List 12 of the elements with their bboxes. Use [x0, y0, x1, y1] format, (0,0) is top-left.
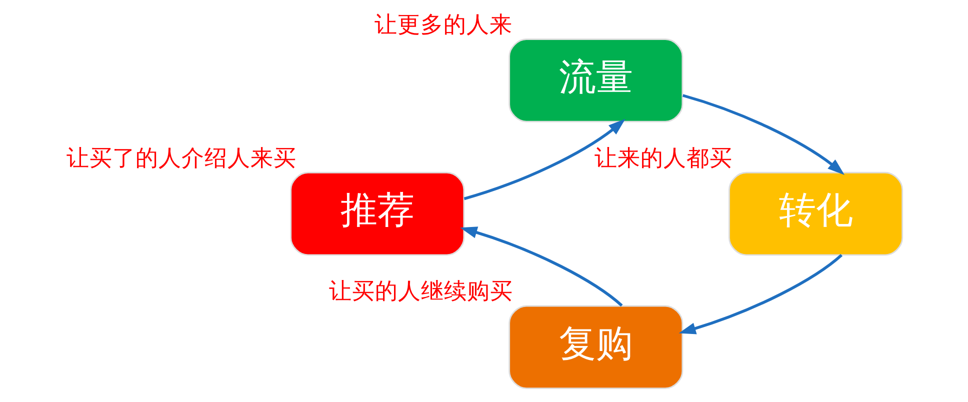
node-box: 流量	[508, 38, 683, 122]
node-label: 让来的人都买	[594, 145, 732, 172]
node-label: 让买了的人介绍人来买	[66, 145, 296, 172]
node-label: 让更多的人来	[374, 12, 512, 38]
arrow	[678, 254, 842, 334]
node-box: 推荐	[290, 172, 464, 256]
arrow	[463, 118, 625, 200]
arrow	[682, 94, 844, 175]
node-box: 复购	[508, 305, 683, 389]
arrow	[460, 226, 622, 307]
node-label: 让买的人继续购买	[328, 278, 513, 305]
node-box: 转化	[728, 172, 903, 256]
